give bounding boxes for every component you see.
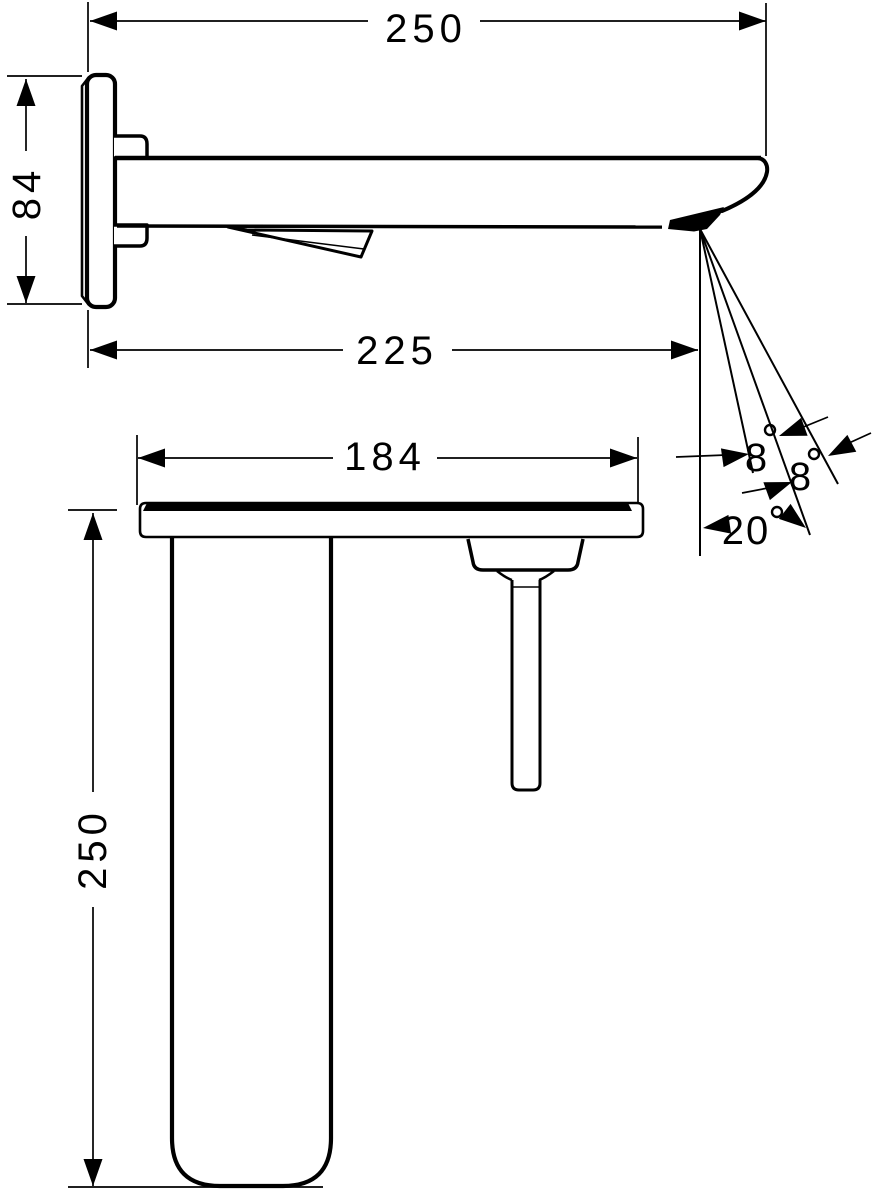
plate-profile	[84, 72, 118, 310]
plate-outline	[138, 501, 645, 539]
lever-inner-line	[251, 234, 365, 250]
water-stream-lines	[699, 228, 839, 556]
angle-label-8-outer: 8	[789, 455, 813, 499]
spout-nose-curve	[720, 156, 770, 213]
arrowhead	[83, 513, 103, 540]
side-view: 250 84	[5, 2, 872, 556]
arrowhead	[823, 434, 857, 465]
spout-base-block	[466, 538, 585, 572]
dimension-label-250-left: 250	[71, 808, 115, 890]
lever-outline	[226, 225, 374, 259]
angle-stream-outer: 8	[741, 432, 872, 501]
handle-body-front	[169, 538, 334, 1189]
arrowhead	[90, 11, 117, 31]
degree-symbol	[807, 447, 821, 461]
arrowhead	[16, 276, 36, 303]
wall-plate-side	[80, 72, 118, 310]
arrowhead	[739, 11, 766, 31]
angle-stream-total: 20	[701, 503, 812, 553]
lever-handle-side	[226, 225, 374, 259]
stream-28deg	[699, 228, 839, 485]
degree-symbol	[770, 505, 784, 519]
arrowhead	[16, 79, 36, 106]
arrowhead	[83, 1159, 103, 1186]
stream-12deg	[699, 228, 754, 474]
angle-label-8-inner: 8	[745, 436, 769, 480]
dimension-spout-overall-length: 250	[87, 2, 767, 156]
dimension-plate-width: 184	[136, 435, 639, 508]
dimension-body-height: 250	[68, 509, 323, 1188]
dimension-spout-to-stream: 225	[87, 310, 698, 373]
dimension-label-250-top: 250	[385, 7, 467, 51]
arrowhead	[778, 503, 812, 536]
front-view: 184 250	[68, 435, 645, 1189]
arrowhead	[90, 340, 117, 360]
arrowhead	[775, 417, 808, 445]
dimension-label-84: 84	[5, 166, 49, 221]
lower-stub	[114, 223, 149, 248]
dimension-label-225: 225	[356, 329, 438, 373]
dimension-escutcheon-height: 84	[5, 75, 82, 305]
outlet-pipe	[510, 580, 542, 792]
aerator	[668, 207, 724, 232]
arrowhead	[138, 448, 165, 468]
dimension-label-184: 184	[344, 435, 426, 479]
degree-symbol	[763, 423, 777, 437]
plate-top-bar	[143, 503, 632, 511]
spout-side	[115, 155, 770, 232]
angle-stream-inner: 8	[675, 416, 829, 480]
angle-label-20: 20	[722, 509, 771, 553]
stream-20deg	[699, 228, 811, 536]
arrowhead	[610, 448, 637, 468]
cover-plate-front	[138, 501, 645, 539]
upper-stub	[114, 134, 149, 160]
spout-shoulders	[496, 570, 555, 582]
arrowhead	[671, 340, 698, 360]
spout-front	[466, 538, 585, 792]
mounting-stubs	[114, 134, 149, 248]
spout-bottom-edge	[116, 224, 663, 229]
